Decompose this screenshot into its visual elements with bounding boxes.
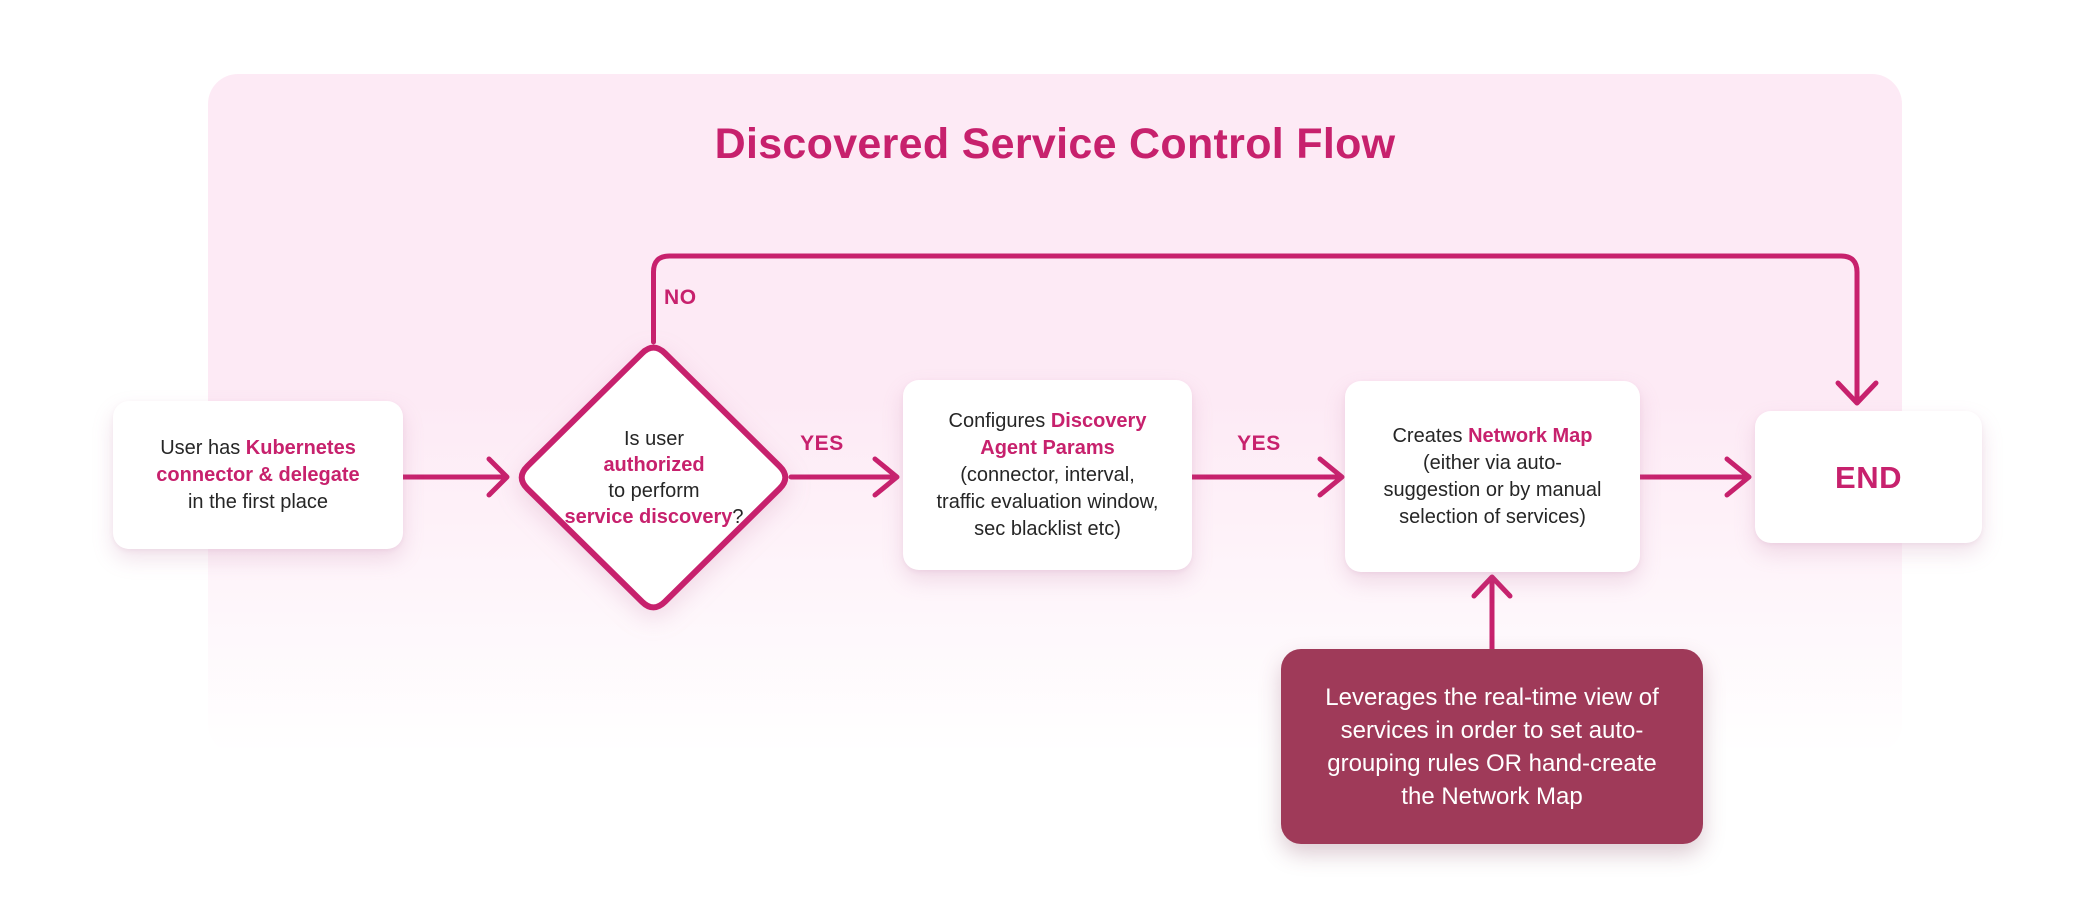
text-segment: suggestion or by manual bbox=[1383, 478, 1602, 501]
node-start-line: User has Kubernetes bbox=[160, 435, 356, 462]
edge-label-yes-1: YES bbox=[800, 432, 844, 455]
annotation-note-line: grouping rules OR hand-create bbox=[1327, 749, 1657, 777]
node-decision-line: Is user bbox=[624, 426, 684, 452]
decision-diamond-shape bbox=[518, 344, 789, 611]
annotation-note-line: services in order to set auto- bbox=[1340, 716, 1644, 744]
node-end-label: END bbox=[1835, 462, 1902, 493]
text-segment: Creates bbox=[1392, 424, 1469, 447]
node-configure-line: traffic evaluation window, bbox=[937, 489, 1159, 516]
text-segment: ? bbox=[732, 506, 744, 528]
edge-label-no: NO bbox=[664, 286, 697, 309]
annotation-note: Leverages the real-time view of services… bbox=[1281, 649, 1703, 844]
arrowhead-no-into-end bbox=[1835, 380, 1879, 406]
text-segment-emphasis: Agent Params bbox=[980, 436, 1115, 459]
node-end: END bbox=[1755, 411, 1982, 543]
node-configure-line: sec blacklist etc) bbox=[974, 516, 1121, 543]
text-segment: selection of services) bbox=[1399, 505, 1586, 528]
node-map-line: suggestion or by manual bbox=[1384, 477, 1602, 504]
text-segment: END bbox=[1835, 459, 1902, 495]
arrowhead-start-to-decision bbox=[486, 456, 510, 498]
node-map-line: selection of services) bbox=[1399, 504, 1586, 531]
arrowhead-configure-to-map bbox=[1317, 456, 1345, 498]
text-segment-emphasis: authorized bbox=[603, 454, 705, 476]
node-map-line: Creates Network Map bbox=[1392, 423, 1592, 450]
text-segment-emphasis: service discovery bbox=[564, 506, 733, 528]
node-configure-line: (connector, interval, bbox=[960, 462, 1135, 489]
node-creates-network-map: Creates Network Map (either via auto- su… bbox=[1345, 381, 1640, 572]
text-segment: (either via auto- bbox=[1423, 451, 1562, 474]
node-configure-discovery-agent: Configures Discovery Agent Params (conne… bbox=[903, 380, 1192, 570]
text-segment-emphasis: connector & delegate bbox=[156, 463, 360, 486]
node-decision-line: service discovery? bbox=[564, 504, 743, 530]
text-segment-emphasis: Network Map bbox=[1468, 424, 1593, 447]
text-segment-emphasis: Discovery bbox=[1050, 409, 1147, 432]
annotation-note-line: the Network Map bbox=[1401, 782, 1583, 810]
text-segment: to perform bbox=[608, 480, 700, 502]
diagram-title: Discovered Service Control Flow bbox=[714, 120, 1396, 168]
node-configure-line: Agent Params bbox=[980, 435, 1115, 462]
text-segment: User has bbox=[160, 436, 246, 459]
text-segment: Is user bbox=[623, 428, 685, 450]
node-decision-line: to perform bbox=[608, 478, 699, 504]
node-decision: Is user authorized to perform service di… bbox=[549, 398, 759, 558]
node-decision-line: authorized bbox=[603, 452, 704, 478]
node-start: User has Kubernetes connector & delegate… bbox=[113, 401, 403, 549]
text-segment: in the first place bbox=[187, 490, 329, 513]
node-start-line: in the first place bbox=[188, 489, 328, 516]
text-segment-emphasis: Kubernetes bbox=[245, 436, 356, 459]
text-segment: (connector, interval, bbox=[960, 463, 1135, 486]
arrowhead-map-to-end bbox=[1724, 456, 1752, 498]
connector-no-path bbox=[651, 253, 1860, 401]
node-map-line: (either via auto- bbox=[1423, 450, 1562, 477]
arrowhead-note-to-map bbox=[1471, 574, 1513, 599]
annotation-note-line: Leverages the real-time view of bbox=[1325, 683, 1659, 711]
node-configure-line: Configures Discovery bbox=[949, 408, 1147, 435]
arrowhead-decision-to-configure bbox=[872, 456, 900, 498]
text-segment: traffic evaluation window, bbox=[936, 490, 1159, 513]
text-segment: sec blacklist etc) bbox=[974, 517, 1121, 540]
edge-label-yes-2: YES bbox=[1237, 432, 1281, 455]
node-start-line: connector & delegate bbox=[156, 462, 359, 489]
text-segment: Configures bbox=[948, 409, 1051, 432]
